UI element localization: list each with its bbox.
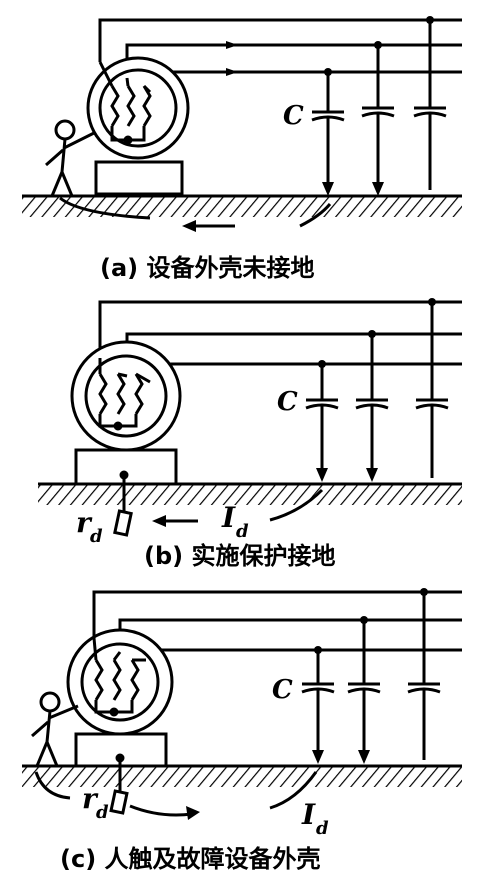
svg-text:r: r (76, 506, 93, 539)
panel-c: C (22, 588, 462, 873)
panel-c-fault-path (34, 771, 318, 817)
panel-a-ground-arrows (322, 182, 384, 196)
svg-text:d: d (316, 818, 329, 839)
capacitor-icon (311, 20, 447, 190)
capacitor-label-b: C (277, 387, 298, 417)
current-label-c: I d (301, 798, 329, 839)
svg-text:r: r (82, 782, 99, 815)
panel-b-fault-path (160, 488, 324, 523)
motor-icon (66, 628, 174, 768)
svg-text:d: d (90, 526, 103, 547)
svg-text:I: I (221, 501, 236, 534)
svg-text:d: d (236, 521, 249, 542)
ground-hatch (22, 767, 462, 787)
panel-a-current-arrows (226, 41, 238, 76)
panel-b-ground-arrows (316, 468, 378, 482)
resistance-label-c: r d (82, 782, 109, 823)
ground-hatch (38, 485, 462, 505)
caption-b: (b) 实施保护接地 (144, 542, 335, 570)
panel-c-fault-arrow (186, 806, 200, 820)
caption-a: (a) 设备外壳未接地 (100, 254, 315, 282)
capacitor-icon (305, 302, 449, 478)
resistance-label-b: r d (76, 506, 103, 547)
capacitor-icon (301, 592, 441, 760)
caption-c: (c) 人触及故障设备外壳 (60, 845, 321, 873)
svg-text:I: I (301, 798, 316, 831)
motor-icon (70, 340, 182, 486)
current-label-b: I d (221, 501, 249, 542)
panel-a: C (22, 16, 462, 282)
panel-b: C r d (38, 298, 462, 570)
svg-text:d: d (96, 802, 109, 823)
person-icon (45, 119, 95, 197)
motor-icon (86, 56, 190, 196)
ground-hatch (22, 197, 462, 217)
panel-b-fault-arrow (152, 515, 166, 527)
panel-a-leakage-arrow (182, 220, 196, 232)
panel-c-ground-arrows (312, 750, 370, 764)
person-icon (31, 691, 79, 767)
capacitor-label-a: C (283, 101, 304, 131)
panel-a-leakage-path (59, 196, 332, 228)
capacitor-label-c: C (272, 675, 293, 705)
